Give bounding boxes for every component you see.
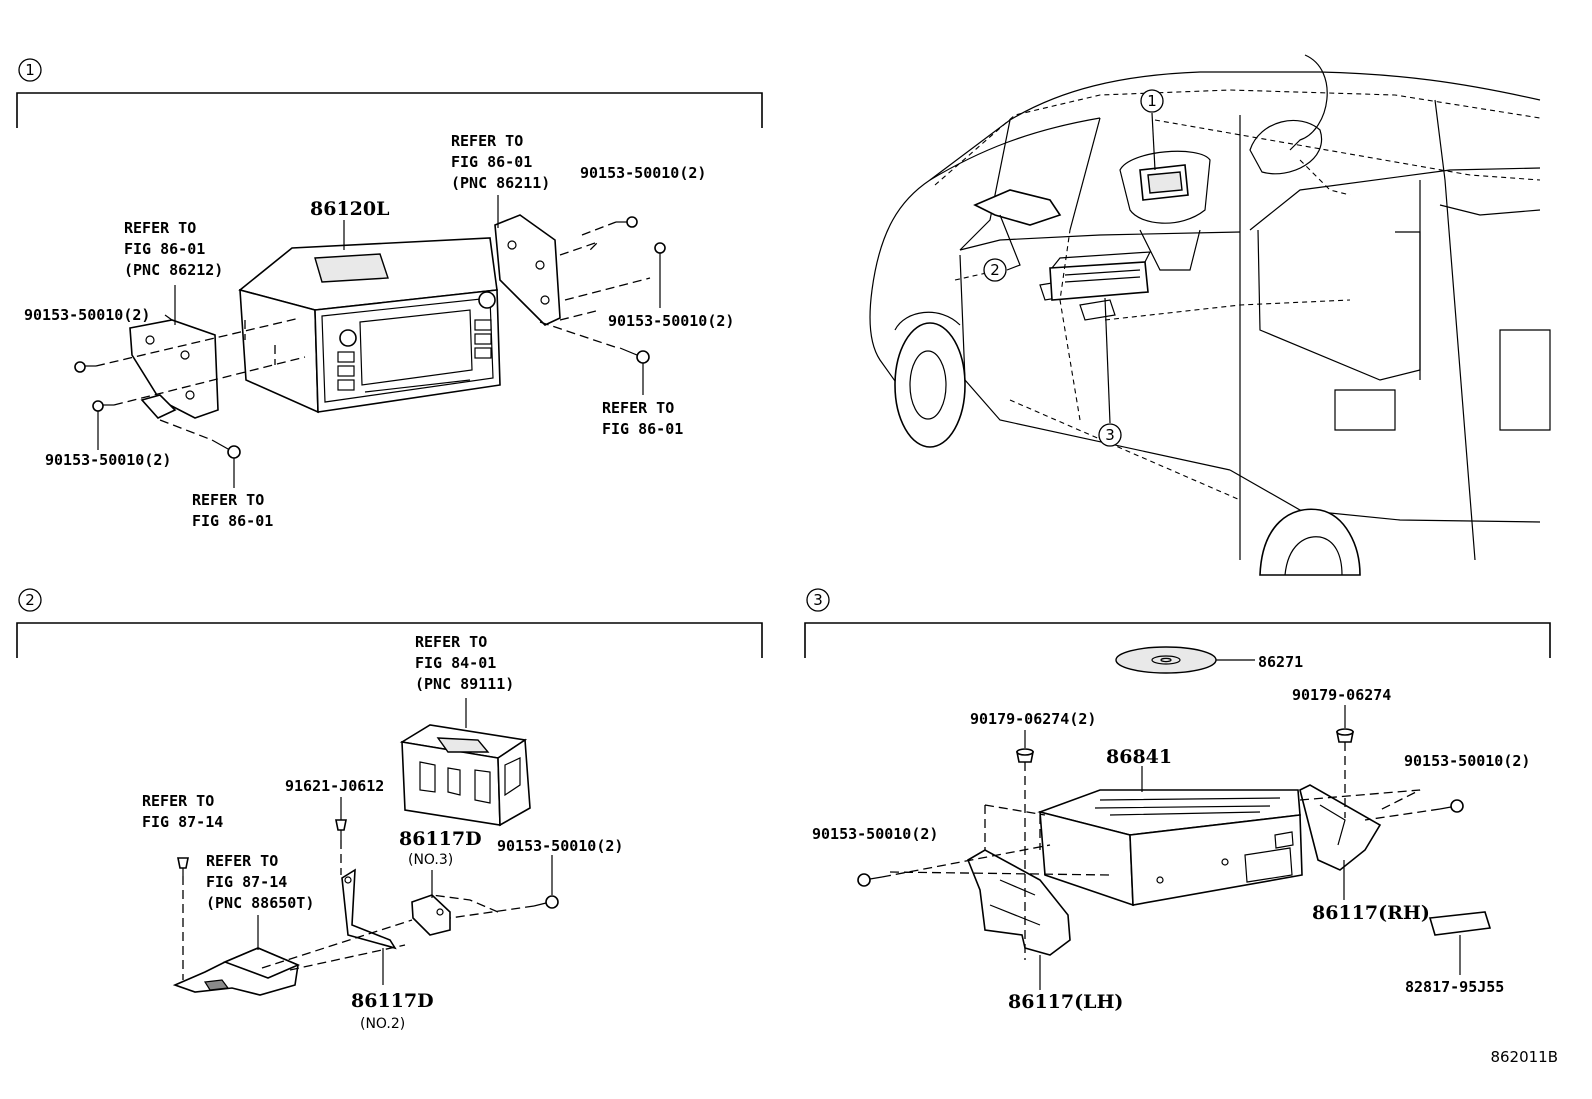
section-3-bracket [804, 622, 1551, 658]
overview-callout-2 [983, 258, 1007, 282]
steering-wheel [1249, 120, 1323, 175]
bolt-mid-right-label: 90153-50010(2) [608, 312, 734, 330]
section-2-bracket [16, 622, 763, 658]
bolt-icon [616, 216, 638, 228]
s2-ref-left-line2: FIG 87-14 [142, 813, 223, 831]
bolt-icon [1439, 799, 1464, 813]
vehicle-overview: 1 2 3 [869, 54, 1551, 576]
unit-86841-label: 86841 [1106, 746, 1172, 768]
top-label-plate [314, 253, 389, 283]
display-screen [359, 309, 473, 386]
s2-ref-sensor-line2: FIG 87-14 [206, 873, 287, 891]
clip-91621-label: 91621-J0612 [285, 777, 384, 795]
bracket-lh-label: 86117(LH) [1008, 991, 1123, 1013]
ref-bottom-line2: FIG 86-01 [192, 512, 273, 530]
figure-code: 862011B [1490, 1048, 1558, 1066]
s3-bolt-left-label: 90153-50010(2) [812, 825, 938, 843]
overview-callout-3 [1098, 423, 1122, 447]
bracket-no3 [411, 894, 451, 936]
bolt-icon [533, 895, 559, 909]
overview-callout-2-number: 2 [990, 261, 1000, 279]
ref-top-line1: REFER TO [451, 132, 523, 150]
section-3-number: 3 [813, 591, 823, 609]
section-1-marker [18, 58, 42, 82]
overview-callout-1 [1140, 89, 1164, 113]
map-disc [1115, 646, 1255, 674]
ref-left-line2: FIG 86-01 [124, 240, 205, 258]
s3-bolt-right-label: 90153-50010(2) [1404, 752, 1530, 770]
nut-right-label: 90179-06274 [1292, 686, 1391, 704]
s2-ref-top-line2: FIG 84-01 [415, 654, 496, 672]
section-2-number: 2 [25, 591, 35, 609]
bracket-no2-sub: (NO.2) [360, 1016, 405, 1032]
bolt-icon [654, 242, 666, 262]
ref-left-line3: (PNC 86212) [124, 261, 223, 279]
bracket-no2 [341, 868, 397, 950]
bracket-no2-label: 86117D [351, 990, 434, 1012]
section-3-marker [806, 588, 830, 612]
rear-wheel [1259, 508, 1361, 576]
section-2-marker [18, 588, 42, 612]
section-2: 2 [16, 588, 763, 1032]
bracket-no3-label: 86117D [399, 828, 482, 850]
ref-left-line1: REFER TO [124, 219, 196, 237]
nut-left-label: 90179-06274(2) [970, 710, 1096, 728]
s2-ref-sensor-line1: REFER TO [206, 852, 278, 870]
s2-ref-top-line3: (PNC 89111) [415, 675, 514, 693]
bracket-rh [1299, 784, 1382, 871]
volume-knob [339, 329, 357, 347]
overview-callout-3-number: 3 [1105, 426, 1115, 444]
left-bracket [129, 319, 219, 419]
caution-label-part-number: 82817-95J55 [1405, 978, 1504, 996]
navigation-computer-unit [1037, 789, 1303, 907]
screw-icon [211, 439, 241, 459]
s2-ref-top-line1: REFER TO [415, 633, 487, 651]
right-bracket [494, 214, 561, 326]
section-1-bracket [16, 92, 763, 128]
bolt-icon [92, 400, 114, 412]
control-module [399, 724, 531, 827]
disc-86271-label: 86271 [1258, 653, 1303, 671]
clip-icon [335, 819, 347, 840]
bracket-rh-label: 86117(RH) [1312, 902, 1430, 924]
navigation-head-unit [238, 237, 501, 414]
section-3: 3 [804, 588, 1551, 1013]
nut-icon [1336, 728, 1354, 743]
nut-icon [1016, 748, 1034, 763]
bracket-lh [967, 849, 1071, 956]
fuel-door [1334, 389, 1396, 431]
bracket-no3-sub: (NO.3) [408, 852, 453, 868]
clip-icon [177, 857, 189, 876]
caution-label [1428, 911, 1492, 936]
screw-icon [619, 347, 650, 364]
ref-bottom-line1: REFER TO [192, 491, 264, 509]
overview-sensor [973, 189, 1062, 226]
bolt-icon [857, 873, 883, 887]
section-1-number: 1 [25, 61, 35, 79]
bolt-bottom-left-label: 90153-50010(2) [45, 451, 171, 469]
s2-ref-left-line1: REFER TO [142, 792, 214, 810]
bolt-left-label: 90153-50010(2) [24, 306, 150, 324]
occupant-sensor [172, 947, 301, 996]
ref-top-line2: FIG 86-01 [451, 153, 532, 171]
ref-right-line1: REFER TO [602, 399, 674, 417]
section-1: 1 [16, 58, 763, 530]
bolt-top-right-label: 90153-50010(2) [580, 164, 706, 182]
ref-top-line3: (PNC 86211) [451, 174, 550, 192]
s2-bolt-label: 90153-50010(2) [497, 837, 623, 855]
overview-callout-1-number: 1 [1147, 92, 1157, 110]
tune-knob [478, 291, 496, 309]
bolt-icon [74, 361, 96, 373]
front-wheel [894, 322, 966, 448]
s2-ref-sensor-line3: (PNC 88650T) [206, 894, 314, 912]
part-86120L-label: 86120L [310, 198, 389, 220]
ref-right-line2: FIG 86-01 [602, 420, 683, 438]
